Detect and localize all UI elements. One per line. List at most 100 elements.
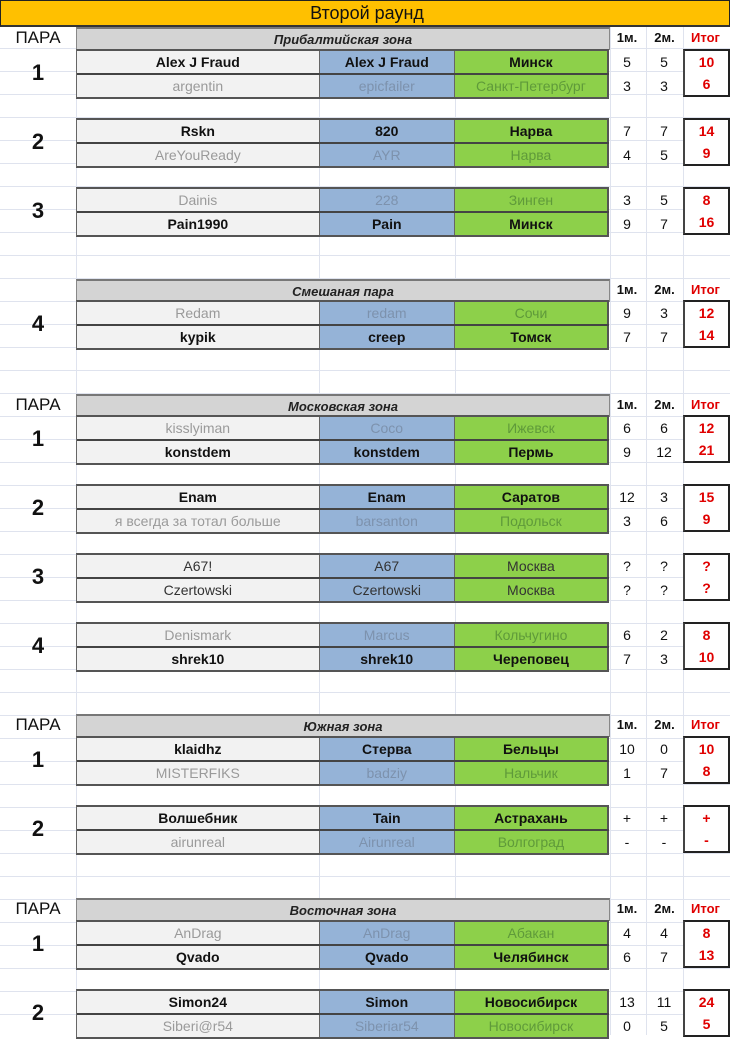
player-alias: creep [319,326,455,348]
score-map1: 4 [623,147,631,163]
player-name: AreYouReady [77,144,320,166]
score-map1: 9 [623,444,631,460]
total-score: 9 [702,145,711,161]
player-alias: shrek10 [319,648,455,670]
player-name: Волшебник [77,807,320,829]
player-city: Томск [454,326,609,348]
total-score: ? [702,580,711,596]
player-alias: Стерва [319,738,455,760]
player-city: Сочи [454,302,609,324]
total-score: 10 [698,54,715,70]
pair-number: 3 [31,564,45,589]
total-score: 8 [702,627,711,643]
player-alias: Simon [319,991,455,1013]
score-map2: 3 [660,305,668,321]
player-alias: Tain [319,807,455,829]
total-score: 21 [698,442,715,458]
pair-column-header: ПАРА [15,28,61,47]
score-map2: 5 [660,1018,668,1034]
total-score-box: ?? [683,553,730,601]
score-map1: 13 [619,994,635,1010]
column-header-total: Итог [691,901,720,916]
zone-header: Московская зона [76,394,610,417]
pair-column-header: ПАРА [15,899,61,918]
score-map2: 4 [660,925,668,941]
total-score: 10 [698,741,715,757]
score-map1: ? [623,558,631,574]
player-city: Ижевск [454,417,609,439]
pair-number: 4 [31,633,45,658]
player-city: Зинген [454,189,609,211]
player-name: Enam [77,486,320,508]
player-alias: Coco [319,417,455,439]
player-city: Волгоград [454,831,609,853]
player-name: konstdem [77,441,320,463]
player-alias: badziy [319,762,455,784]
player-city: Нарва [454,120,609,142]
pair-number: 1 [31,747,45,772]
pair-number: 3 [31,198,45,223]
player-name: kisslyiman [77,417,320,439]
player-city: Нарва [454,144,609,166]
player-alias: AnDrag [319,922,455,944]
score-map2: 0 [660,741,668,757]
round-title: Второй раунд [310,3,424,23]
score-map2: 6 [660,513,668,529]
pair-number: 2 [31,1000,45,1025]
player-alias: Qvado [319,946,455,968]
total-score: 5 [702,1016,711,1032]
score-map2: 3 [660,651,668,667]
player-city: Нальчик [454,762,609,784]
score-map1: 6 [623,627,631,643]
grid-column-line [646,0,647,1035]
score-map1: 1 [623,765,631,781]
pair-number: 1 [31,931,45,956]
score-map2: 5 [660,147,668,163]
column-header-total: Итог [691,397,720,412]
column-header-m1: 1м. [616,717,638,732]
column-header-m2: 2м. [654,282,675,297]
player-alias: konstdem [319,441,455,463]
player-city: Пермь [454,441,609,463]
total-score: 16 [698,214,715,230]
player-name: Simon24 [77,991,320,1013]
score-map1: 3 [623,78,631,94]
score-map2: 2 [660,627,668,643]
column-header-m1: 1м. [616,30,638,45]
score-map1: 3 [623,192,631,208]
player-name: Denismark [77,624,320,646]
total-score: 10 [698,649,715,665]
column-header-m2: 2м. [654,397,675,412]
total-score: 12 [698,420,715,436]
player-name: Siberi@r54 [77,1015,320,1037]
zone-header: Южная зона [76,714,610,737]
score-map1: 6 [623,949,631,965]
player-alias: Siberiar54 [319,1015,455,1037]
score-map2: 6 [660,420,668,436]
